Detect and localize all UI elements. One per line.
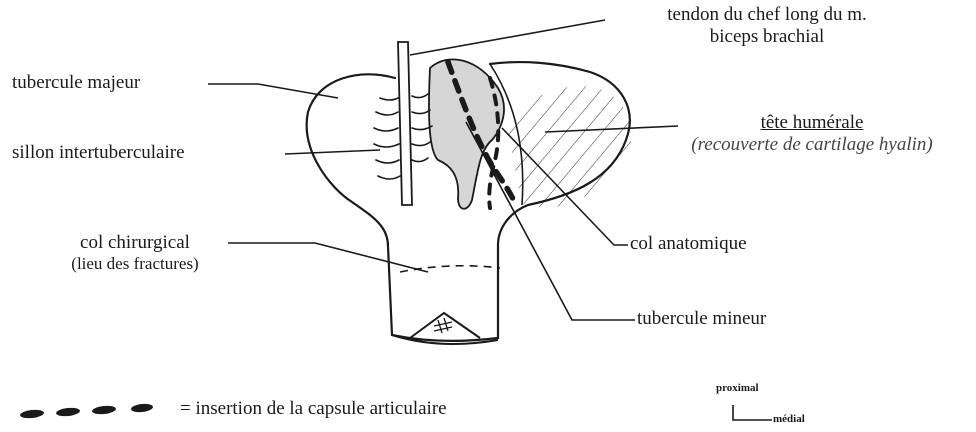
label-col-chirurgical-line1: col chirurgical bbox=[30, 232, 240, 254]
cut-triangle bbox=[410, 313, 480, 338]
orientation-marker bbox=[733, 405, 772, 420]
label-tete-title: tête humérale bbox=[662, 112, 962, 134]
humeral-head-hatching bbox=[505, 86, 632, 207]
label-tubercule-majeur: tubercule majeur bbox=[12, 72, 140, 94]
label-tendon: tendon du chef long du m. biceps brachia… bbox=[607, 4, 927, 48]
label-tendon-line1: tendon du chef long du m. bbox=[607, 4, 927, 26]
biceps-tendon bbox=[398, 42, 412, 205]
leader-tendon bbox=[410, 20, 605, 55]
leader-sillon bbox=[285, 150, 380, 154]
orientation-medial: médial bbox=[773, 413, 805, 425]
label-sillon-intertuberculaire: sillon intertuberculaire bbox=[12, 142, 185, 164]
sillon-ribs bbox=[374, 94, 432, 179]
legend-capsule-dashes bbox=[20, 403, 154, 419]
label-tete-humerale: tête humérale (recouverte de cartilage h… bbox=[662, 112, 962, 156]
label-col-chirurgical: col chirurgical (lieu des fractures) bbox=[30, 232, 240, 274]
label-tendon-line2: biceps brachial bbox=[607, 26, 927, 48]
cut-hash-marks bbox=[434, 318, 452, 333]
leader-tubercule-majeur bbox=[208, 84, 338, 98]
label-col-anatomique: col anatomique bbox=[630, 233, 747, 255]
label-tete-subtitle: (recouverte de cartilage hyalin) bbox=[662, 134, 962, 156]
legend-text: = insertion de la capsule articulaire bbox=[180, 398, 447, 420]
leader-col-chirurgical bbox=[228, 243, 428, 272]
label-tubercule-mineur: tubercule mineur bbox=[637, 308, 766, 330]
orientation-proximal: proximal bbox=[716, 382, 759, 394]
label-col-chirurgical-line2: (lieu des fractures) bbox=[30, 254, 240, 274]
